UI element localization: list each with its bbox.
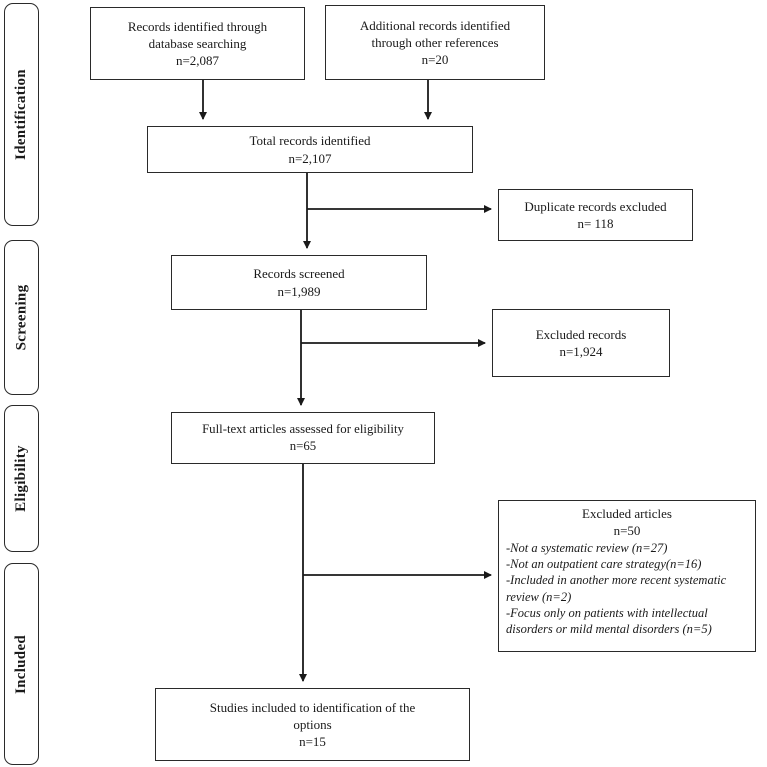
box-text-line: Full-text articles assessed for eligibil… <box>202 422 404 437</box>
box-fulltext-assessed: Full-text articles assessed for eligibil… <box>171 412 435 464</box>
box-text-line: options <box>293 716 332 732</box>
box-text-line: Excluded records <box>535 326 627 342</box>
stage-label-text: Identification <box>13 69 29 160</box>
box-total-records: Total records identified n=2,107 <box>147 126 473 173</box>
stage-label-included: Included <box>4 563 39 765</box>
exclusion-reason: -Not a systematic review (n=27) <box>506 540 668 555</box>
box-count: n=1,989 <box>277 283 321 299</box>
box-count: n=15 <box>299 734 326 750</box>
box-records-screened: Records screened n=1,989 <box>171 255 427 310</box>
box-text-line: through other references <box>371 34 499 50</box>
box-text-line: Duplicate records excluded <box>524 198 667 214</box>
box-text-line: Records screened <box>253 266 345 282</box>
exclusion-reason: -Included in another more recent systema… <box>506 573 727 604</box>
stage-label-identification: Identification <box>4 3 39 226</box>
box-records-database-searching: Records identified through database sear… <box>90 7 305 80</box>
box-count: n=50 <box>613 522 641 538</box>
box-excluded-articles: Excluded articles n=50 -Not a systematic… <box>498 500 756 652</box>
box-text-line: Studies included to identification of th… <box>209 699 416 715</box>
box-count: n=2,087 <box>175 53 220 69</box>
exclusion-reason: -Focus only on patients with intellectua… <box>506 605 712 637</box>
box-text-line: Records identified through <box>127 18 268 34</box>
stage-label-text: Included <box>13 634 29 694</box>
box-count: n=1,924 <box>559 344 603 359</box>
exclusion-reason: -Not an outpatient care strategy(n=16) <box>506 557 702 572</box>
box-studies-included: Studies included to identification of th… <box>155 688 470 761</box>
box-additional-records: Additional records identified through ot… <box>325 5 545 80</box>
box-count: n=65 <box>289 439 317 453</box>
stage-label-screening: Screening <box>4 240 39 395</box>
box-duplicate-records-excluded: Duplicate records excluded n= 118 <box>498 189 693 241</box>
stage-label-text: Screening <box>13 284 30 351</box>
box-text-line: Additional records identified <box>359 17 511 33</box>
box-text-line: database searching <box>148 35 247 51</box>
box-count: n= 118 <box>577 216 614 231</box>
box-text-line: Total records identified <box>249 133 371 149</box>
box-count: n=2,107 <box>288 150 332 166</box>
box-count: n=20 <box>421 52 449 68</box>
stage-label-text: Eligibility <box>13 445 29 512</box>
box-text-line: Excluded articles <box>582 506 672 521</box>
box-excluded-records: Excluded records n=1,924 <box>492 309 670 377</box>
stage-label-eligibility: Eligibility <box>4 405 39 552</box>
